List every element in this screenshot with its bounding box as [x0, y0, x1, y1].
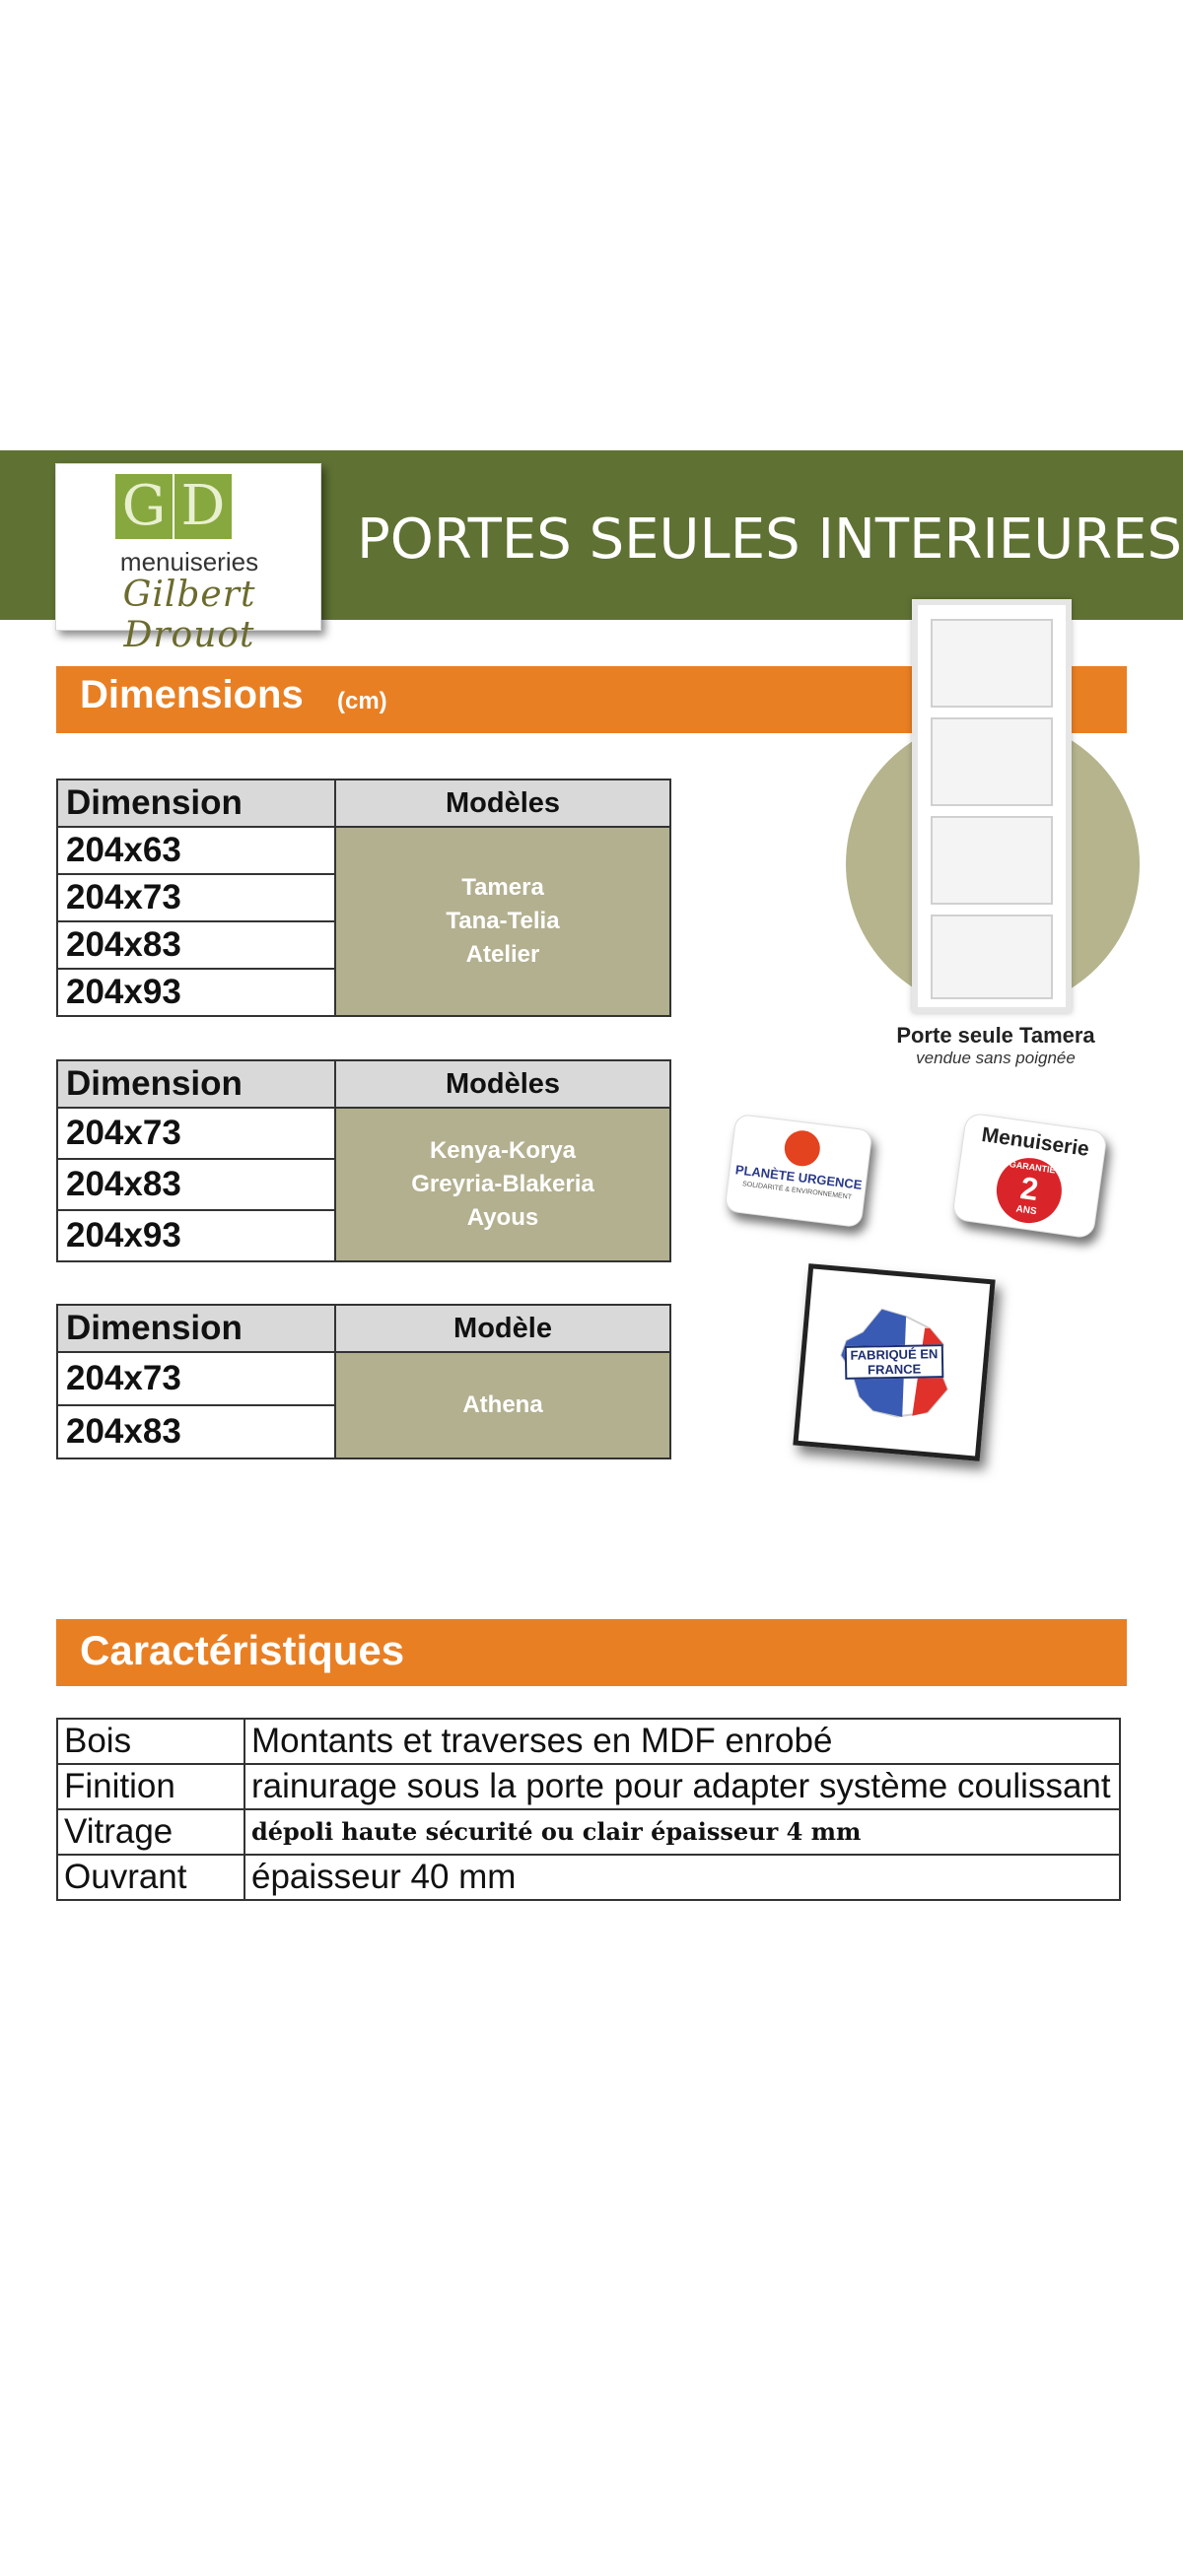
page-title: PORTES SEULES INTERIEURES [357, 508, 1183, 572]
model-name: Kenya-Korya [429, 1137, 577, 1164]
models-cell: Tamera Tana-Telia Atelier [334, 826, 671, 1017]
dimensions-table-1: Dimension Modèles 204x63 Tamera Tana-Tel… [56, 779, 671, 1017]
characteristic-label: Vitrage [56, 1808, 245, 1856]
company-logo: G D menuiseries Gilbert Drouot [55, 463, 321, 655]
dimensions-table-2: Dimension Modèles 204x73 Kenya-Korya Gre… [56, 1059, 671, 1262]
table-row: Bois Montants et traverses en MDF enrobé [56, 1718, 1121, 1765]
door-panel [931, 915, 1053, 999]
warranty-badge: Menuiserie GARANTIE 2 ANS [951, 1112, 1108, 1240]
door-caption: Porte seule Tamera [896, 1023, 1095, 1048]
model-name: Greyria-Blakeria [411, 1171, 594, 1197]
door-subcaption: vendue sans poignée [916, 1049, 1076, 1067]
column-header-models: Modèles [334, 1059, 671, 1109]
door-panel [931, 619, 1053, 708]
dimension-cell: 204x93 [56, 968, 336, 1017]
planete-urgence-badge: PLANÈTE URGENCE SOLIDARITÉ & ENVIRONNEME… [724, 1113, 873, 1229]
dimensions-table-3: Dimension Modèle 204x73 Athena 204x83 [56, 1304, 671, 1459]
tree-icon [782, 1128, 822, 1169]
characteristics-section-bar: Caractéristiques [56, 1619, 1127, 1686]
dimensions-unit: (cm) [337, 688, 387, 714]
made-in-france-badge: FABRIQUÉ EN FRANCE [793, 1263, 996, 1461]
dimension-cell: 204x63 [56, 826, 336, 875]
door-panel [931, 717, 1053, 806]
dimension-cell: 204x73 [56, 873, 336, 922]
logo-letter-d: D [174, 474, 232, 539]
characteristic-label: Ouvrant [56, 1854, 245, 1901]
logo-wordmark: menuiseries [119, 547, 259, 576]
model-name: Athena [462, 1391, 543, 1418]
column-header-dimension: Dimension [56, 1059, 336, 1109]
dimension-cell: 204x83 [56, 1404, 336, 1459]
models-cell: Athena [334, 1351, 671, 1459]
model-name: Tana-Telia [446, 908, 560, 934]
models-cell: Kenya-Korya Greyria-Blakeria Ayous [334, 1107, 671, 1262]
characteristics-title: Caractéristiques [80, 1627, 405, 1673]
table-row: Vitrage dépoli haute sécurité ou clair é… [56, 1808, 1121, 1856]
door-tamera-image [912, 599, 1072, 1013]
dimensions-title: Dimensions [80, 673, 304, 716]
logo-script-name: Gilbert Drouot [122, 575, 256, 655]
dimension-cell: 204x73 [56, 1351, 336, 1406]
characteristic-label: Finition [56, 1763, 245, 1810]
characteristic-value: Montants et traverses en MDF enrobé [244, 1718, 1121, 1765]
dimension-cell: 204x93 [56, 1209, 336, 1262]
characteristics-table: Bois Montants et traverses en MDF enrobé… [56, 1718, 1121, 1901]
logo-letter-g: G [115, 474, 173, 539]
column-header-models: Modèles [334, 779, 671, 828]
dimension-cell: 204x83 [56, 1158, 336, 1211]
column-header-dimension: Dimension [56, 779, 336, 828]
table-row: Finition rainurage sous la porte pour ad… [56, 1763, 1121, 1810]
column-header-dimension: Dimension [56, 1304, 336, 1353]
model-name: Ayous [466, 1204, 539, 1231]
characteristic-label: Bois [56, 1718, 245, 1765]
characteristic-value: rainurage sous la porte pour adapter sys… [244, 1763, 1121, 1810]
column-header-model: Modèle [334, 1304, 671, 1353]
dimension-cell: 204x83 [56, 920, 336, 970]
made-in-france-label: FABRIQUÉ EN FRANCE [844, 1344, 944, 1380]
table-row: Ouvrant épaisseur 40 mm [56, 1854, 1121, 1901]
characteristic-value: épaisseur 40 mm [244, 1854, 1121, 1901]
dimension-cell: 204x73 [56, 1107, 336, 1160]
model-name: Tamera [461, 874, 544, 901]
warranty-seal: GARANTIE 2 ANS [992, 1153, 1067, 1228]
model-name: Atelier [465, 941, 540, 968]
door-panel [931, 816, 1053, 905]
characteristic-value: dépoli haute sécurité ou clair épaisseur… [244, 1808, 1121, 1856]
